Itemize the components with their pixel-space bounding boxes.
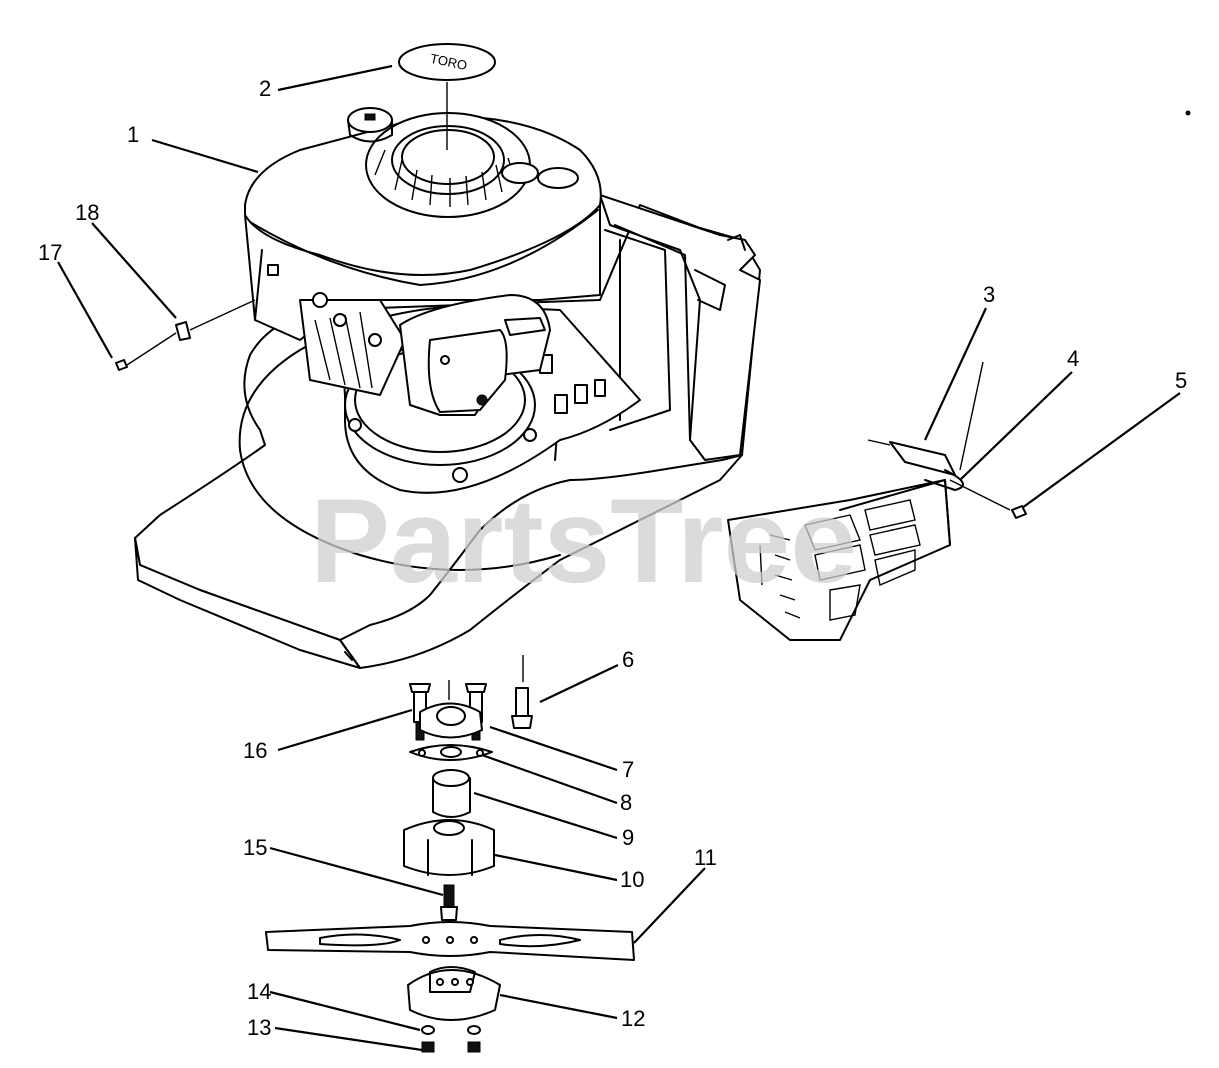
watermark: PartsTree xyxy=(310,474,857,608)
callout-8: 8 xyxy=(620,790,632,815)
callout-15: 15 xyxy=(243,835,267,860)
adapter-plate-7 xyxy=(419,702,483,739)
blade-adapter-10 xyxy=(403,819,495,876)
callout-16: 16 xyxy=(243,738,267,763)
callout-3: 3 xyxy=(983,282,995,307)
callout-14: 14 xyxy=(247,979,271,1004)
clip-18 xyxy=(126,299,256,366)
callout-7: 7 xyxy=(622,757,634,782)
spacer-9 xyxy=(432,769,471,818)
callout-17: 17 xyxy=(38,240,62,265)
callout-18: 18 xyxy=(75,200,99,225)
callout-13: 13 xyxy=(247,1015,271,1040)
callout-4: 4 xyxy=(1067,346,1079,371)
leader-lines xyxy=(57,64,1181,1052)
gasket-8 xyxy=(409,744,493,761)
rear-deflector xyxy=(727,361,984,641)
bolt-15 xyxy=(440,884,458,921)
engine xyxy=(244,107,602,416)
callout-2: 2 xyxy=(259,76,271,101)
callout-6: 6 xyxy=(622,647,634,672)
screw-17 xyxy=(115,359,128,371)
toro-decal: TORO xyxy=(398,43,496,150)
callouts: 1 2 3 4 5 6 7 8 9 10 11 12 13 14 15 16 1… xyxy=(38,76,1187,1040)
callout-12: 12 xyxy=(621,1006,645,1031)
stiffener-12 xyxy=(407,966,501,1021)
callout-5: 5 xyxy=(1175,368,1187,393)
callout-11: 11 xyxy=(694,845,717,870)
washers-14 xyxy=(421,1025,481,1035)
bolt-6 xyxy=(511,655,533,729)
blade-11 xyxy=(265,921,635,961)
callout-10: 10 xyxy=(620,867,644,892)
screw-5 xyxy=(949,479,1027,519)
nuts-13 xyxy=(421,1041,481,1053)
callout-9: 9 xyxy=(622,825,634,850)
callout-1: 1 xyxy=(127,122,139,147)
